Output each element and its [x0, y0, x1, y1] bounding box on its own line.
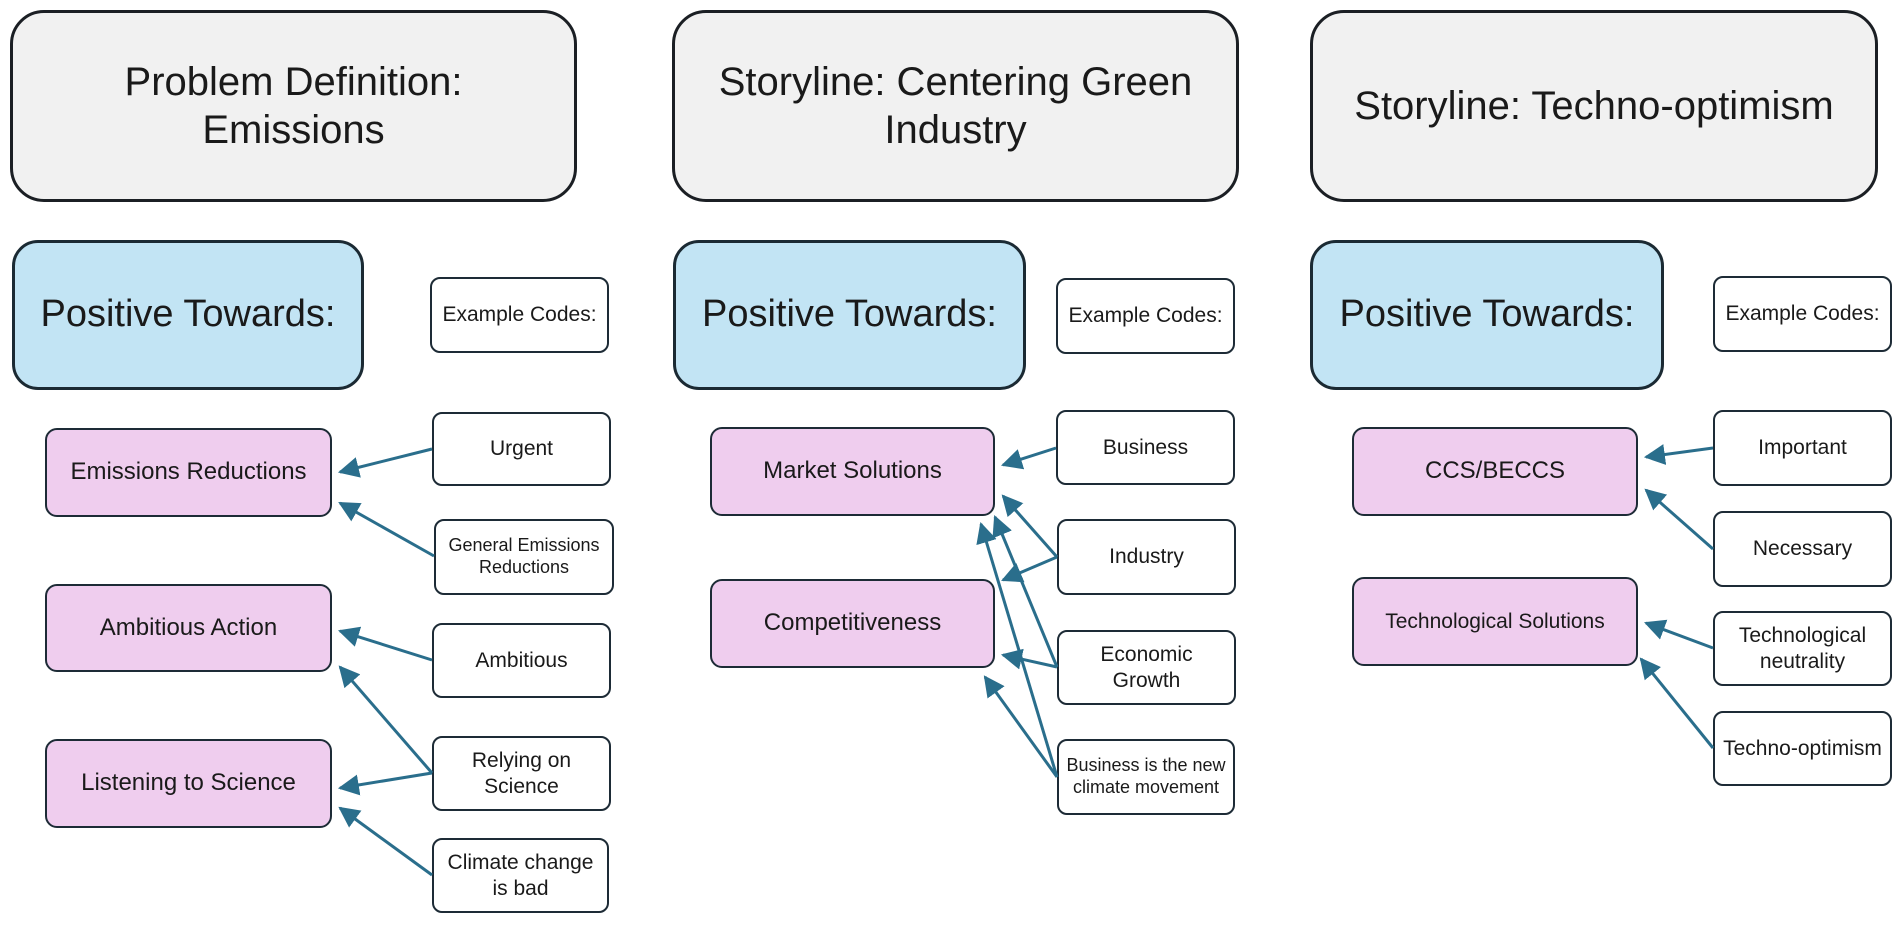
arrow-economic-growth-to-competitiveness [1000, 648, 1058, 670]
header-techno-optimism: Storyline: Techno-optimism [1310, 10, 1878, 202]
positive-towards-label: Positive Towards: [673, 240, 1026, 390]
concept-competitiveness: Competitiveness [710, 579, 995, 668]
code-urgent: Urgent [432, 412, 611, 486]
arrow-relying-to-listening [337, 771, 433, 796]
concept-listening-to-science: Listening to Science [45, 739, 332, 828]
code-necessary: Necessary [1713, 511, 1892, 587]
concept-emissions-reductions: Emissions Reductions [45, 428, 332, 517]
arrow-relying-to-ambitious-action [338, 665, 434, 774]
concept-ambitious-action: Ambitious Action [45, 584, 332, 672]
arrow-necessary-to-ccs [1644, 488, 1714, 551]
arrow-techno-optimism-to-tech-solutions [1639, 657, 1715, 749]
arrow-industry-to-market-solutions [1001, 494, 1059, 558]
example-codes-label: Example Codes: [430, 277, 609, 353]
header-problem-definition: Problem Definition: Emissions [10, 10, 577, 202]
arrow-important-to-ccs [1643, 444, 1714, 465]
code-business: Business [1056, 410, 1235, 485]
positive-towards-label: Positive Towards: [12, 240, 364, 390]
code-business-new-climate-movement: Business is the new climate movement [1057, 739, 1235, 815]
example-codes-label: Example Codes: [1713, 276, 1892, 352]
concept-ccs-beccs: CCS/BECCS [1352, 427, 1638, 516]
arrow-business-to-market-solutions [1001, 446, 1057, 470]
concept-technological-solutions: Technological Solutions [1352, 577, 1638, 666]
header-centering-green-industry: Storyline: Centering Green Industry [672, 10, 1239, 202]
arrow-industry-to-competitiveness [1001, 555, 1058, 583]
code-general-emissions-reductions: General Emissions Reductions [434, 519, 614, 595]
code-relying-on-science: Relying on Science [432, 736, 611, 811]
arrow-urgent-to-emissions-reductions [337, 447, 433, 478]
code-technological-neutrality: Technological neutrality [1713, 611, 1892, 686]
code-techno-optimism: Techno-optimism [1713, 711, 1892, 786]
arrow-ambitious-to-ambitious-action [337, 626, 433, 662]
code-important: Important [1713, 410, 1892, 486]
code-ambitious: Ambitious [432, 623, 611, 698]
code-climate-change-is-bad: Climate change is bad [432, 838, 609, 913]
arrow-tech-neutrality-to-tech-solutions [1644, 619, 1714, 650]
positive-towards-label: Positive Towards: [1310, 240, 1664, 390]
code-industry: Industry [1057, 519, 1236, 595]
example-codes-label: Example Codes: [1056, 278, 1235, 354]
arrow-general-to-emissions-reductions [338, 501, 435, 558]
arrow-climate-bad-to-listening [338, 806, 433, 877]
arrow-business-climate-to-competitiveness [983, 675, 1059, 778]
concept-market-solutions: Market Solutions [710, 427, 995, 516]
code-economic-growth: Economic Growth [1057, 630, 1236, 705]
arrow-economic-growth-to-market-solutions [992, 515, 1059, 668]
